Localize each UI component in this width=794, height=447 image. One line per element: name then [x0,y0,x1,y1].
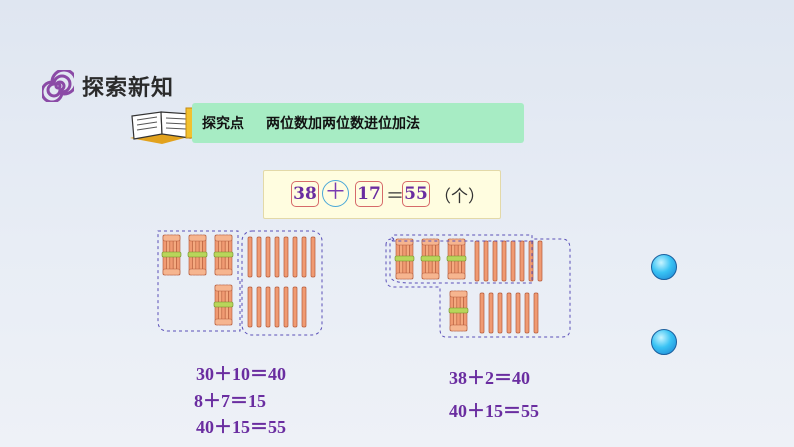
plus-symbol: ＋ [322,180,349,207]
left-tens-outline [157,230,241,332]
left-tens-group [161,234,234,326]
section-heading: 探索新知 [42,70,174,102]
addend-b: 17 [355,181,383,207]
right-remaining-outline [385,238,571,338]
right-step-1: 38＋2＝40 [449,368,530,388]
banner-label: 探究点 [202,116,244,132]
stick-diagram [157,230,571,338]
right-make-ten-outline [389,234,533,284]
equals-symbol: ＝ [386,186,404,207]
unit-label: （个） [434,187,485,207]
blue-ball-button-1[interactable] [651,254,677,280]
blue-ball-button-2[interactable] [651,329,677,355]
right-tens-group [394,238,469,332]
left-ones-group [247,236,316,328]
topic-banner: 探究点 两位数加两位数进位加法 [192,103,524,143]
spiral-icon [42,70,74,102]
section-title: 探索新知 [82,76,175,101]
banner-title: 两位数加两位数进位加法 [266,116,420,132]
addend-a: 38 [291,181,319,207]
left-step-2: 8＋7＝15 [194,391,266,411]
left-step-3: 40＋15＝55 [196,417,286,437]
left-step-1: 30＋10＝40 [196,364,286,384]
right-step-2: 40＋15＝55 [449,401,539,421]
book-icon [130,107,197,144]
equation-box: 38 ＋ 17 ＝ 55 （个） [263,170,501,219]
result-value: 55 [402,181,430,207]
left-ones-outline [241,230,323,336]
